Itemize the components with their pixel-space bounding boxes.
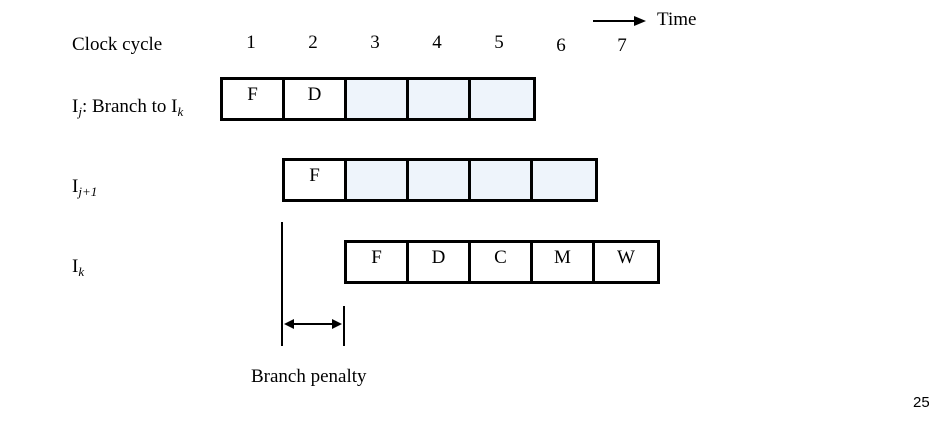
slide-number: 25: [913, 394, 929, 411]
row-label-sub: k: [78, 264, 85, 279]
cycle-7: 7: [617, 35, 627, 56]
row-label-next-instruction: Ij+1: [72, 176, 97, 198]
stage-cell-idle: [471, 161, 533, 199]
stage-cell-idle: [533, 161, 595, 199]
row-label-prefix: I: [72, 176, 79, 197]
pipeline-row-target: F D C M W: [344, 240, 660, 284]
time-label: Time: [657, 9, 697, 30]
cycle-1: 1: [246, 32, 256, 53]
row-label-sub: j+1: [78, 184, 98, 199]
stage-cell: C: [471, 243, 533, 281]
stage-cell: D: [285, 80, 347, 118]
row-label-prefix: I: [72, 256, 79, 277]
clock-cycle-label: Clock cycle: [72, 34, 163, 55]
row-label-sub: j: [78, 104, 82, 119]
stage-cell: F: [223, 80, 285, 118]
branch-penalty-end-line: [343, 306, 345, 346]
pipeline-row-branch: F D: [220, 77, 536, 121]
cycle-4: 4: [432, 32, 442, 53]
branch-penalty-label: Branch penalty: [251, 366, 367, 387]
double-arrow-icon: [284, 319, 342, 329]
stage-cell-idle: [471, 80, 533, 118]
stage-cell: M: [533, 243, 595, 281]
row-label-prefix: I: [72, 96, 79, 117]
cycle-3: 3: [370, 32, 380, 53]
branch-penalty-start-line: [281, 222, 283, 346]
time-arrow-icon: [593, 16, 646, 26]
stage-cell-idle: [347, 161, 409, 199]
row-label-suffix-sub: k: [177, 104, 184, 119]
pipeline-row-next: F: [282, 158, 598, 202]
stage-cell-idle: [409, 80, 471, 118]
stage-cell: F: [285, 161, 347, 199]
row-label-branch-instruction: Ij: Branch to Ik: [72, 96, 183, 118]
stage-cell: W: [595, 243, 657, 281]
stage-cell-idle: [347, 80, 409, 118]
stage-cell-idle: [409, 161, 471, 199]
cycle-6: 6: [556, 35, 566, 56]
stage-cell: D: [409, 243, 471, 281]
stage-cell: F: [347, 243, 409, 281]
row-label-suffix: : Branch to I: [81, 96, 178, 117]
row-label-target-instruction: Ik: [72, 256, 84, 278]
cycle-5: 5: [494, 32, 504, 53]
cycle-2: 2: [308, 32, 318, 53]
